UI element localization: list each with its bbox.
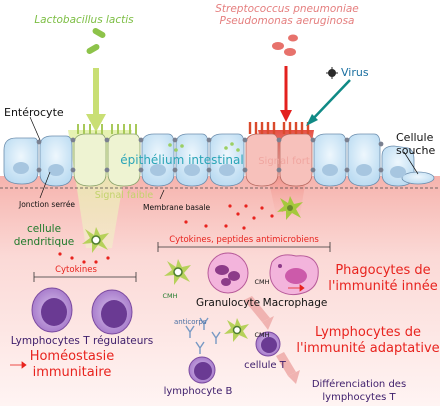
- label-lymph-adapt-2: l'immunité adaptative: [296, 341, 439, 356]
- dendritic-cell-cmh: [164, 259, 191, 285]
- label-signal-faible: Signal faible: [95, 190, 154, 201]
- virus-icon: [326, 67, 338, 79]
- differentiation-arrows: [244, 296, 300, 384]
- cytokine-dots: [58, 204, 284, 264]
- granules-green: [168, 142, 240, 152]
- label-enterocyte: Entérocyte: [4, 106, 64, 119]
- label-jonction: Jonction serrée: [18, 200, 75, 209]
- label-diff-1: Différenciation des: [312, 378, 406, 390]
- label-cellule-souche-1: Cellule: [396, 131, 434, 144]
- treg-cell-1: [31, 287, 73, 333]
- label-macrophage: Macrophage: [263, 297, 328, 309]
- lactobacillus-arrow: [86, 68, 106, 132]
- macrophage-cell: [269, 254, 319, 296]
- label-phagocytes-1: Phagocytes de: [335, 263, 430, 278]
- t-cell: [255, 331, 281, 357]
- label-virus: Virus: [341, 66, 369, 79]
- pathogen-arrow: [280, 66, 292, 122]
- bracket-cytokines-peptides: [157, 242, 331, 252]
- b-cell: [188, 356, 216, 384]
- label-dendritique-2: dendritique: [14, 236, 75, 248]
- dendritic-cell-tcell: [224, 318, 249, 342]
- label-epithelium: épithélium intestinal: [120, 153, 243, 167]
- label-diff-2: lymphocytes T: [322, 392, 396, 403]
- cell-nuclei: [13, 162, 406, 178]
- label-pathogens-line2: Pseudomonas aeruginosa: [220, 15, 355, 27]
- label-lymph-adapt-1: Lymphocytes de: [315, 325, 421, 340]
- label-cellule-souche-2: souche: [396, 144, 435, 157]
- label-lymphocyte-b: lymphocyte B: [164, 386, 233, 397]
- pointer-lines: [29, 116, 419, 200]
- label-cytokines-peptides: Cytokines, peptides antimicrobiens: [169, 235, 319, 245]
- antibodies: [185, 317, 221, 354]
- label-pathogens-line1: Streptococcus pneumoniae: [215, 3, 359, 15]
- bracket-cytokines: [33, 272, 137, 282]
- label-cmh-1: CMH: [162, 292, 177, 300]
- virus-arrow: [306, 79, 351, 126]
- label-cytokines: Cytokines: [55, 265, 97, 275]
- lactobacillus-bacteria: [86, 28, 106, 54]
- granulocyte-cell: [207, 252, 249, 294]
- pathogen-bacteria: [272, 34, 298, 56]
- dendritic-cell-right: [277, 196, 303, 220]
- label-granulocyte: Granulocyte: [196, 297, 260, 309]
- label-lactobacillus: Lactobacillus lactis: [34, 14, 134, 26]
- label-cmh-2: CMH: [254, 278, 269, 286]
- label-lymph-treg: Lymphocytes T régulateurs: [11, 335, 153, 347]
- label-anticorps: anticorps: [174, 318, 207, 326]
- label-membrane: Membrane basale: [143, 203, 211, 212]
- small-arrows: [10, 284, 305, 369]
- label-cellule-t: cellule T: [244, 360, 287, 371]
- label-phagocytes-2: l'immunité innée: [328, 279, 438, 294]
- label-homeostasie-1: Homéostasie: [30, 349, 115, 364]
- tight-junctions: [36, 137, 384, 173]
- epithelium-layer: [3, 133, 435, 187]
- label-homeostasie-2: immunitaire: [33, 365, 112, 380]
- label-signal-fort: Signal fort: [258, 156, 310, 167]
- treg-cell-2: [91, 289, 133, 335]
- dendritic-cell-left: [82, 227, 109, 253]
- label-dendritique-1: cellule: [27, 223, 61, 235]
- label-cmh-3: CMH: [254, 331, 269, 339]
